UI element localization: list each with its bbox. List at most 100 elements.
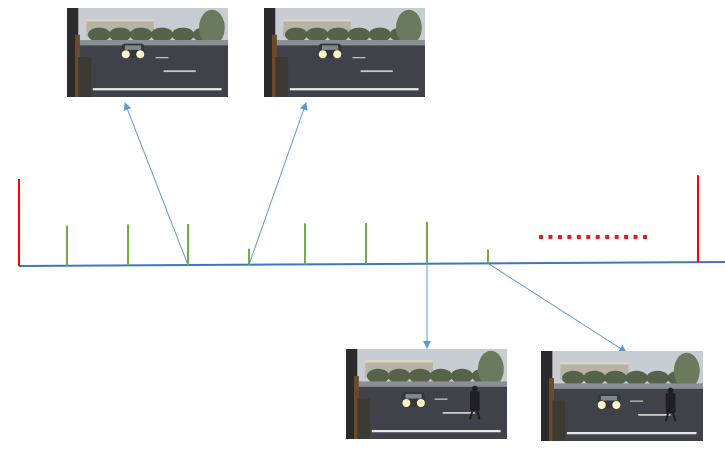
tree	[604, 370, 627, 386]
curb	[552, 400, 566, 441]
tree	[408, 368, 432, 384]
scene	[264, 8, 425, 97]
ellipsis-dot	[624, 235, 629, 239]
ellipsis-dot	[605, 235, 610, 239]
tree	[562, 370, 585, 386]
ellipsis-dot	[614, 235, 619, 239]
pedestrian-leg	[672, 412, 677, 422]
ellipsis-dot	[586, 235, 591, 239]
crosswalk-line	[371, 430, 501, 433]
headlight	[597, 400, 606, 410]
video-frame-thumbnail	[346, 349, 507, 439]
ellipsis-dot	[595, 235, 600, 239]
tree	[387, 368, 411, 384]
headlight	[402, 398, 411, 408]
tree	[583, 370, 606, 386]
parked-cars-row	[541, 383, 703, 391]
tree	[673, 352, 700, 389]
road-marking	[434, 398, 448, 400]
road-marking	[352, 56, 366, 59]
crosswalk-line	[92, 88, 222, 91]
curb	[78, 56, 92, 97]
headlight	[612, 400, 621, 410]
ellipsis-dot	[548, 235, 553, 239]
scene	[67, 8, 228, 97]
car-windshield	[405, 394, 422, 399]
ellipsis-dots	[539, 235, 647, 239]
tree	[171, 27, 195, 42]
tree	[87, 27, 111, 42]
crosswalk-line	[566, 432, 697, 435]
building-roof	[365, 359, 433, 363]
curb-post	[346, 349, 358, 439]
curb	[275, 56, 289, 97]
car-windshield	[321, 45, 339, 50]
video-frame-thumbnail	[67, 8, 228, 97]
pedestrian-head	[471, 385, 478, 392]
pedestrian-leg	[476, 410, 481, 420]
frame-link-arrow	[248, 102, 308, 265]
tree	[625, 370, 648, 386]
road-marking	[163, 70, 196, 73]
car-windshield	[600, 396, 618, 401]
pole	[272, 34, 277, 97]
ellipsis-dot	[643, 235, 647, 239]
curb	[357, 398, 371, 439]
road-marking	[155, 56, 169, 59]
tree	[478, 350, 504, 387]
tree	[429, 368, 453, 384]
ellipsis-dot	[539, 235, 543, 239]
headlight	[416, 398, 425, 408]
ellipsis-dot	[557, 235, 562, 239]
road-marking	[638, 414, 671, 416]
road-marking	[442, 412, 475, 414]
tree	[150, 27, 174, 42]
headlight	[136, 50, 145, 59]
tree	[284, 27, 308, 42]
pole	[549, 378, 554, 441]
curb-post	[67, 8, 79, 97]
pedestrian	[665, 393, 676, 414]
video-frame-thumbnail	[541, 351, 703, 441]
tree	[450, 368, 474, 384]
crosswalk-line	[289, 88, 419, 91]
pole	[75, 34, 80, 97]
pole	[354, 376, 359, 439]
scene	[541, 351, 703, 441]
curb-post	[541, 351, 553, 441]
building-roof	[560, 361, 629, 365]
headlight	[121, 50, 130, 59]
pedestrian-leg	[664, 412, 670, 422]
parked-cars-row	[264, 40, 425, 48]
ellipsis-dot	[633, 235, 638, 239]
car-windshield	[124, 45, 142, 50]
tree	[305, 27, 329, 42]
tree	[199, 9, 225, 46]
video-frame-thumbnail	[264, 8, 425, 97]
tree	[347, 27, 371, 42]
timeline-axis	[18, 261, 725, 267]
frame-link-arrow	[123, 102, 189, 266]
tree	[108, 27, 132, 42]
scene	[346, 349, 507, 439]
tree	[129, 27, 153, 42]
frame-link-arrow	[487, 262, 627, 353]
ellipsis-dot	[576, 235, 581, 239]
headlight	[333, 50, 342, 59]
road-marking	[630, 400, 644, 402]
tree	[368, 27, 392, 42]
tree	[326, 27, 350, 42]
parked-cars-row	[67, 40, 228, 48]
tree	[396, 9, 422, 46]
pedestrian	[469, 391, 480, 412]
headlight	[318, 50, 327, 59]
pedestrian-head	[667, 387, 674, 394]
ellipsis-dot	[567, 235, 572, 239]
curb-post	[264, 8, 276, 97]
building-roof	[283, 18, 351, 22]
road-marking	[360, 70, 393, 73]
parked-cars-row	[346, 381, 507, 389]
tree	[646, 370, 669, 386]
tree	[366, 368, 390, 384]
